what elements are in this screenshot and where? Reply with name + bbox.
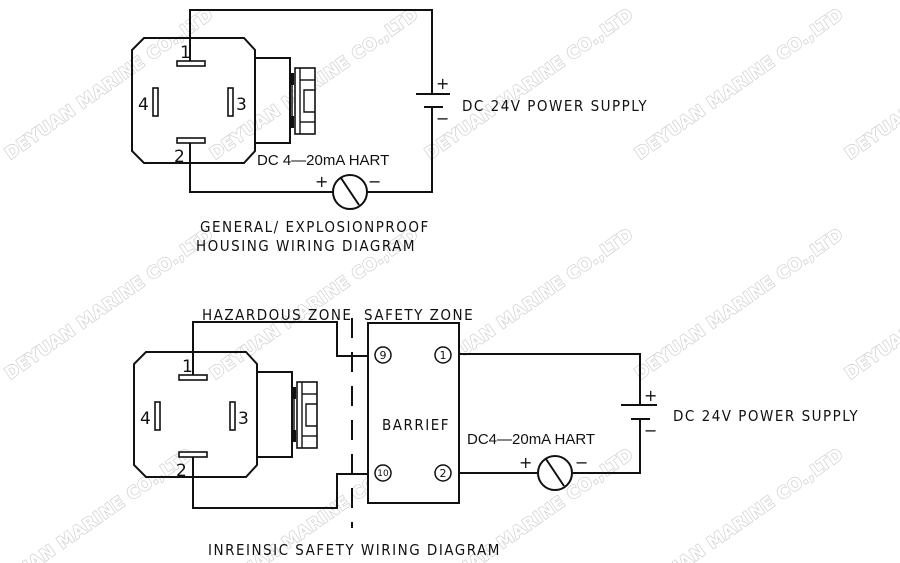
pin-2-label: 2 (176, 461, 187, 481)
bottom-diagram: HAZARDOUS ZONE SAFETY ZONE 1 2 4 3 B (133, 306, 859, 559)
battery-minus: − (644, 421, 657, 440)
wire-negative (189, 143, 336, 193)
power-supply-label: DC 24V POWER SUPPLY (673, 407, 859, 425)
signal-label: DC 4—20mA HART (257, 152, 389, 169)
battery-icon (416, 87, 450, 112)
pin-4-label: 4 (138, 95, 149, 115)
svg-text:2: 2 (440, 467, 447, 480)
top-diagram-title-line2: HOUSING WIRING DIAGRAM (196, 237, 416, 255)
housing-neck (256, 371, 293, 458)
top-diagram-title-line1: GENERAL/ EXPLOSIONPROOF (200, 218, 430, 236)
transmitter-housing (133, 351, 258, 478)
wire-return (364, 109, 433, 193)
pin-2-label: 2 (174, 147, 185, 167)
meter-minus: − (575, 453, 588, 472)
terminal-1: 1 (434, 346, 452, 364)
terminal-9: 9 (374, 346, 392, 364)
connector-icon (290, 67, 316, 135)
watermark: DEYUAN MARINE CO.,LTD (841, 5, 900, 165)
ammeter-icon (537, 455, 573, 491)
watermark: DEYUAN MARINE CO.,LTD (841, 225, 900, 385)
battery-plus: + (644, 386, 657, 405)
meter-minus: − (368, 172, 381, 191)
battery-plus: + (436, 74, 449, 93)
pin-4-label: 4 (140, 409, 151, 429)
pin-3-label: 3 (238, 409, 249, 429)
hazardous-zone-label: HAZARDOUS ZONE (202, 306, 352, 324)
svg-text:9: 9 (380, 349, 387, 362)
terminal-10: 10 (374, 464, 392, 482)
top-diagram: 1 2 4 3 + − DC 24V POWER SUPPLY + − DC 4… (131, 9, 648, 255)
pin-2-terminal (176, 137, 206, 144)
pin-1-label: 1 (180, 43, 191, 63)
battery-icon (621, 400, 657, 420)
pin-2-terminal (178, 451, 208, 458)
transmitter-housing (131, 37, 256, 164)
wire-positive (189, 9, 433, 87)
housing-neck (254, 57, 291, 144)
meter-plus: + (315, 172, 328, 191)
power-supply-label: DC 24V POWER SUPPLY (462, 97, 648, 115)
ammeter-icon (332, 174, 368, 210)
watermark: DEYUAN MARINE CO.,LTD (631, 445, 847, 563)
watermark: DEYUAN MARINE CO.,LTD (631, 225, 847, 385)
battery-minus: − (436, 109, 449, 128)
watermark: DEYUAN MARINE CO.,LTD (0, 445, 197, 563)
connector-icon (292, 381, 318, 449)
svg-text:1: 1 (440, 349, 447, 362)
meter-plus: + (519, 453, 532, 472)
bottom-diagram-title: INREINSIC SAFETY WIRING DIAGRAM (208, 541, 501, 559)
pin-1-label: 1 (182, 357, 193, 377)
field-wire-negative (192, 457, 368, 509)
watermark: DEYUAN MARINE CO.,LTD (631, 5, 847, 165)
svg-text:10: 10 (377, 469, 389, 479)
barrier-label: BARRIEF (382, 416, 450, 434)
terminal-2: 2 (434, 464, 452, 482)
pin-4-terminal (152, 87, 159, 117)
pin-4-terminal (154, 401, 161, 431)
signal-label: DC4—20mA HART (467, 431, 595, 448)
field-wire-positive (192, 321, 368, 375)
safety-zone-label: SAFETY ZONE (364, 306, 474, 324)
watermark: DEYUAN MARINE CO.,LTD (421, 5, 637, 165)
pin-3-label: 3 (236, 95, 247, 115)
pin-3-terminal (229, 401, 236, 431)
safe-wire-positive (459, 353, 641, 401)
pin-3-terminal (227, 87, 234, 117)
safe-wire-return (573, 419, 641, 474)
